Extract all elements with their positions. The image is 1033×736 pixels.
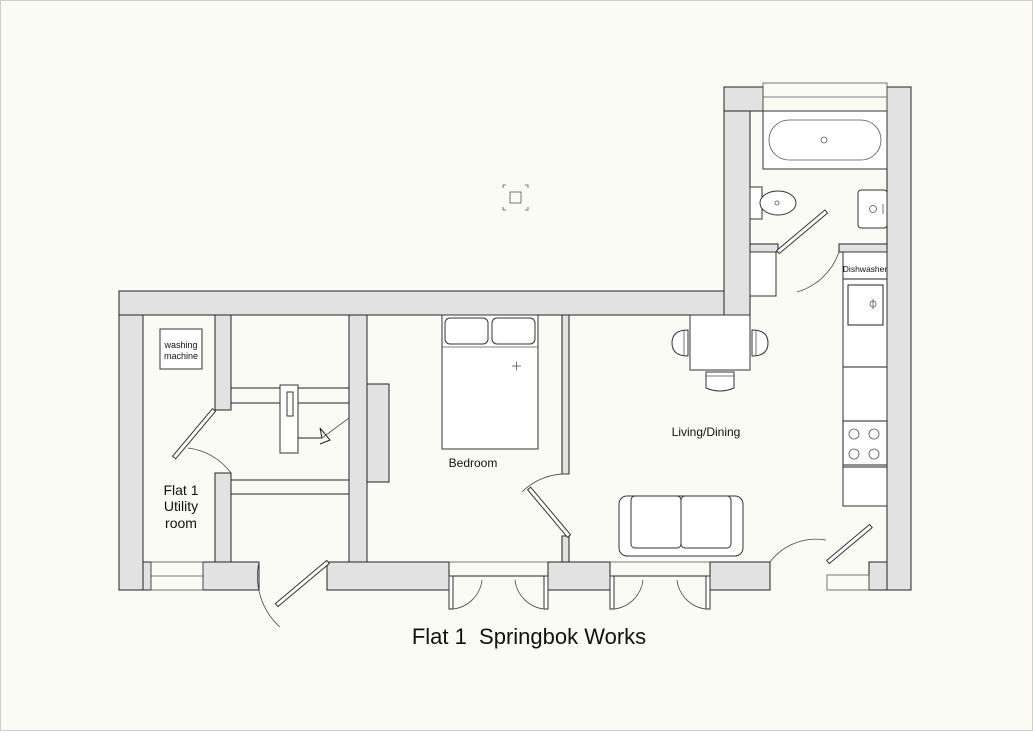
bedroom-label: Bedroom <box>449 456 498 470</box>
sofa <box>618 495 744 557</box>
doors <box>171 209 873 628</box>
dining-table <box>671 314 769 392</box>
toilet <box>749 186 797 220</box>
room-labels: Flat 1 Utility room Bedroom Living/Dinin… <box>163 425 740 531</box>
location-marker <box>502 184 529 211</box>
kitchen-sink <box>847 284 884 326</box>
washing-machine-label-line1: washing <box>163 340 197 350</box>
bathroom-fixtures <box>749 110 888 229</box>
kitchen-units: Dishwasher <box>842 251 888 507</box>
plan-title: Flat 1 Springbok Works <box>412 624 646 649</box>
hob <box>842 420 888 466</box>
utility-room-label-line3: room <box>165 515 197 531</box>
utility-room-label-line1: Flat 1 <box>163 482 198 498</box>
utility-room-label-line2: Utility <box>164 498 198 514</box>
stair-fixtures <box>231 384 350 495</box>
walls <box>118 86 912 591</box>
dishwasher-label: Dishwasher <box>843 264 888 274</box>
washing-machine: washing machine <box>159 328 203 370</box>
living-dining-label: Living/Dining <box>672 425 741 439</box>
washing-machine-label-line2: machine <box>164 351 198 361</box>
basin <box>857 189 888 229</box>
bed <box>441 314 539 450</box>
